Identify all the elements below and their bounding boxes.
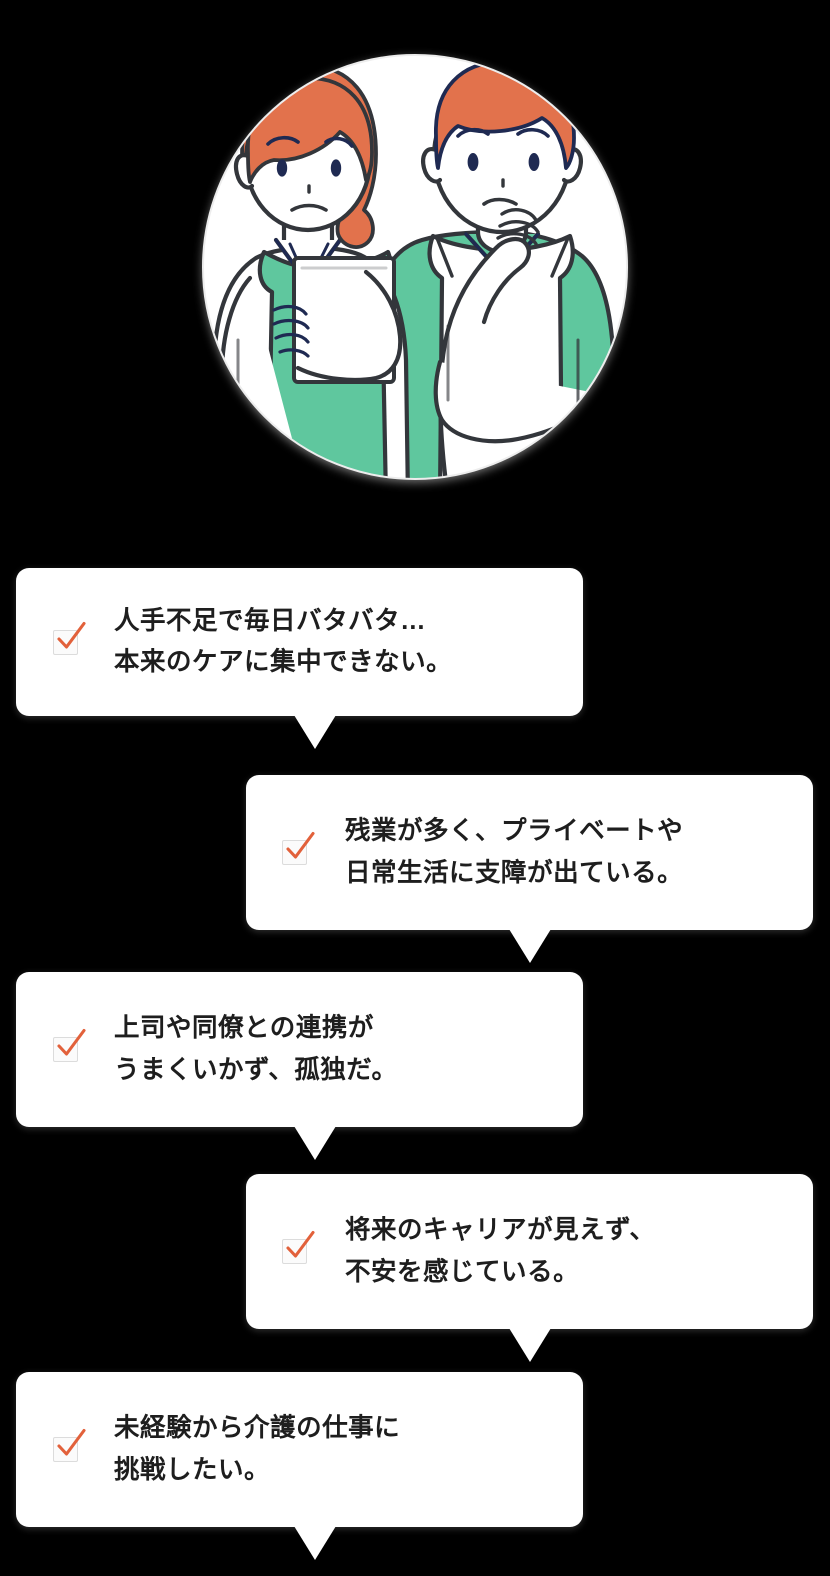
checkbox-3[interactable]: [53, 1028, 86, 1062]
speech-bubble-2-tail: [509, 929, 551, 963]
speech-bubble-4-tail: [509, 1328, 551, 1362]
speech-bubble-3[interactable]: 上司や同僚との連携が うまくいかず、孤独だ。: [16, 972, 583, 1160]
speech-bubble-5-text: 未経験から介護の仕事に 挑戦したい。: [114, 1414, 401, 1484]
checkbox-4[interactable]: [282, 1230, 315, 1264]
checkmark-icon: [57, 1028, 86, 1056]
speech-bubble-5-tail: [294, 1526, 336, 1560]
speech-bubble-5[interactable]: 未経験から介護の仕事に 挑戦したい。: [16, 1372, 583, 1560]
speech-bubble-1-text: 人手不足で毎日バタバタ… 本来のケアに集中できない。: [114, 606, 453, 676]
speech-bubble-1-tail: [294, 715, 336, 749]
illustration-area: [0, 0, 830, 520]
speech-bubble-4-text: 将来のキャリアが見えず、 不安を感じている。: [345, 1216, 656, 1286]
checkbox-5[interactable]: [53, 1428, 86, 1462]
speech-bubble-1[interactable]: 人手不足で毎日バタバタ… 本来のケアに集中できない。: [16, 568, 583, 749]
checkmark-icon: [57, 1428, 86, 1456]
speech-bubble-2-text: 残業が多く、プライベートや 日常生活に支障が出ている。: [345, 817, 684, 887]
checkmark-icon: [286, 831, 315, 859]
speech-bubble-3-tail: [294, 1126, 336, 1160]
illustration-circle-ring: [202, 54, 628, 480]
checkmark-icon: [286, 1230, 315, 1258]
checkmark-icon: [57, 621, 86, 649]
male-caregiver: [367, 60, 617, 479]
speech-bubble-2[interactable]: 残業が多く、プライベートや 日常生活に支障が出ている。: [246, 775, 813, 963]
checkbox-1[interactable]: [53, 621, 86, 655]
two-worried-caregivers-illustration: [202, 54, 628, 480]
checkbox-2[interactable]: [282, 831, 315, 865]
speech-bubble-4[interactable]: 将来のキャリアが見えず、 不安を感じている。: [246, 1174, 813, 1362]
speech-bubble-3-text: 上司や同僚との連携が うまくいかず、孤独だ。: [114, 1014, 398, 1084]
